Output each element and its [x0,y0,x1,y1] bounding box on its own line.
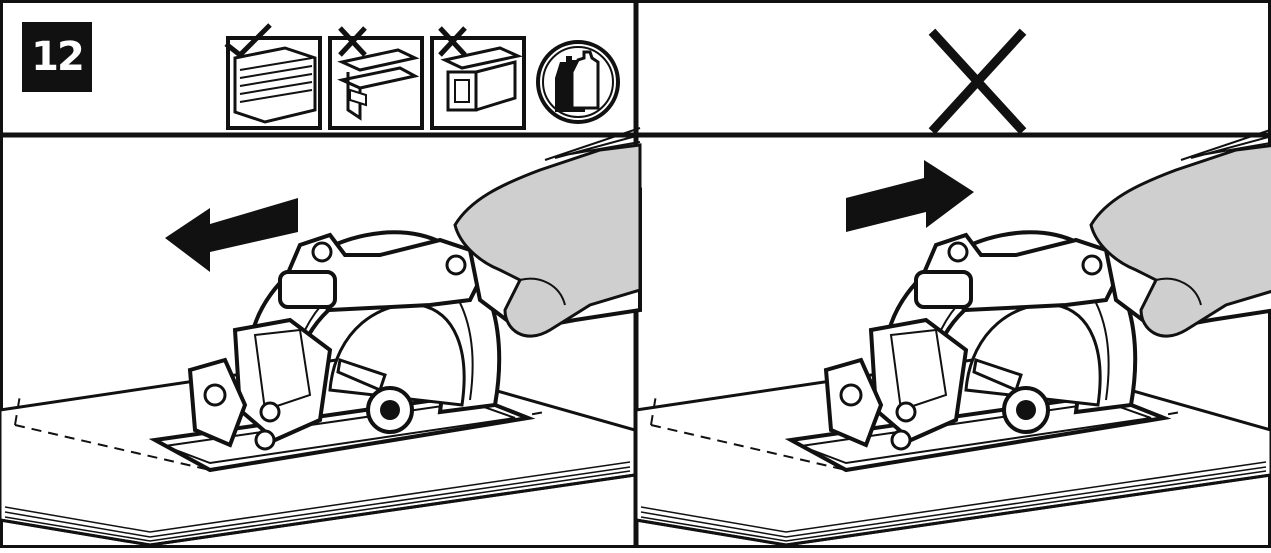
cross-icon [438,26,467,57]
arrow-left-icon [165,198,298,272]
incorrect-feed-panel [634,126,1271,547]
metal-channel-profile-icon [328,36,424,130]
metal-tube-profile-icon [430,36,526,130]
large-cross-icon [928,28,1027,135]
check-icon [224,23,272,59]
cross-icon [338,26,367,57]
correct-feed-panel [0,126,642,547]
wood-board-icon [226,36,322,130]
arrow-right-icon [846,160,974,232]
step-number-label: 12 [22,22,92,92]
gloves-icon [536,40,620,124]
